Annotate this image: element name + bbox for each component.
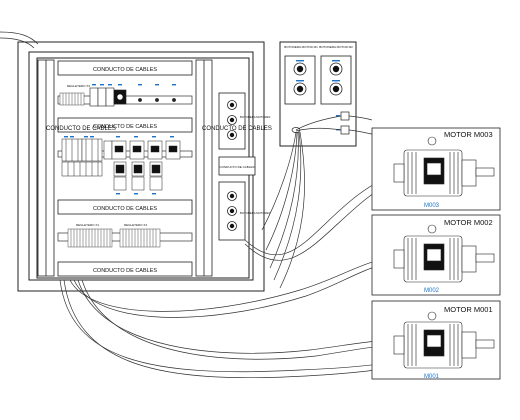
motor-m001-tag: M001 xyxy=(424,374,440,380)
terminal-x1-label: REGLETERO X1 xyxy=(76,223,99,227)
duct-4: CONDUCTO DE CABLES xyxy=(57,261,193,277)
duct-2: CONDUCTO DE CABLES xyxy=(57,117,193,133)
small-duct-box: CONDUCTO DE CABLES xyxy=(218,156,256,176)
duct-3-label: CONDUCTO DE CABLES xyxy=(93,206,157,212)
cabinet-button-box-label-upper: BOTONERA MOTORES xyxy=(240,115,270,119)
small-duct-label: CONDUCTO DE CABLES xyxy=(220,165,255,169)
motor-m003-tag: M003 xyxy=(424,203,440,209)
cabinet-button-box-upper xyxy=(218,92,246,150)
cabinet-duct-label-right: CONDUCTO DE CABLES xyxy=(202,126,272,132)
vertical-duct-right xyxy=(195,59,213,277)
terminal-block-top xyxy=(59,92,85,106)
motor-m001: MOTOR M001 M001 xyxy=(371,300,501,380)
wire-markers-middle xyxy=(64,136,174,195)
terminal-x4-label: REGLETERO X4 xyxy=(124,223,147,227)
supply-cables xyxy=(0,31,39,49)
motor-m002-title: MOTOR M002 xyxy=(444,218,493,227)
breaker-block-top xyxy=(89,87,176,107)
terminal-strip-x4 xyxy=(119,228,161,248)
duct-4-label: CONDUCTO DE CABLES xyxy=(93,268,157,274)
cabinet-button-box-label-lower: BOTONERA MOTORES xyxy=(240,211,270,215)
contactor-group xyxy=(61,138,181,191)
duct-1-label: CONDUCTO DE CABLES xyxy=(93,67,157,73)
motor-m001-title: MOTOR M001 xyxy=(444,305,493,314)
terminal-strip-x1 xyxy=(67,228,113,248)
push-button-station: BOTONERA MOTOR M1 BOTONERA MOTOR M2 xyxy=(279,41,357,147)
wire-markers-top xyxy=(92,84,176,86)
motor-m002-tag: M002 xyxy=(424,288,440,294)
terminal-x3-label: REGLETERO X3 xyxy=(67,84,90,88)
duct-left-overlay-label: CONDUCTO DE CABLES xyxy=(46,126,116,132)
motor-m002: MOTOR M002 M002 xyxy=(371,214,501,296)
station-title-left: BOTONERA MOTOR M1 xyxy=(284,45,318,49)
station-title-right: BOTONERA MOTOR M2 xyxy=(319,45,353,49)
motor-m003: MOTOR M003 M003 xyxy=(371,127,501,211)
cabinet-button-box-lower xyxy=(218,181,246,241)
duct-2-label: CONDUCTO DE CABLES xyxy=(93,124,157,130)
vertical-duct-left xyxy=(37,59,55,277)
motor-m003-title: MOTOR M003 xyxy=(444,130,493,139)
station-cables xyxy=(261,115,373,289)
duct-3: CONDUCTO DE CABLES xyxy=(57,199,193,215)
duct-1: CONDUCTO DE CABLES xyxy=(57,60,193,76)
